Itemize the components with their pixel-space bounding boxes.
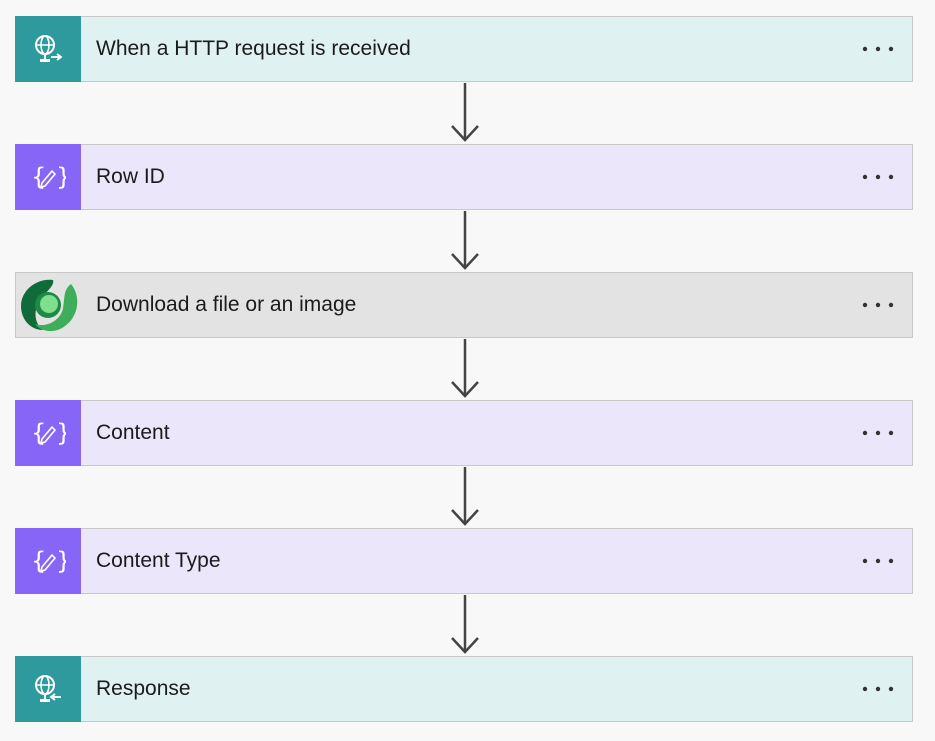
- http-request-icon: [15, 16, 81, 82]
- step-title: Content Type: [96, 549, 221, 572]
- step-title: Row ID: [96, 165, 165, 188]
- ellipsis-icon[interactable]: [854, 669, 902, 709]
- svg-text:}: }: [56, 547, 66, 575]
- down-arrow-icon: [451, 83, 479, 142]
- down-arrow-icon: [451, 211, 479, 270]
- ellipsis-icon[interactable]: [854, 29, 902, 69]
- down-arrow-icon: [451, 595, 479, 654]
- step-response[interactable]: Response: [15, 656, 913, 722]
- step-title: Content: [96, 421, 170, 444]
- dataverse-icon: [15, 272, 81, 338]
- ellipsis-icon[interactable]: [854, 157, 902, 197]
- svg-text:}: }: [56, 419, 66, 447]
- ellipsis-icon[interactable]: [854, 285, 902, 325]
- step-content-type[interactable]: { } Content Type: [15, 528, 913, 594]
- step-title: When a HTTP request is received: [96, 37, 411, 60]
- step-content[interactable]: { } Content: [15, 400, 913, 466]
- down-arrow-icon: [451, 339, 479, 398]
- step-row-id[interactable]: { } Row ID: [15, 144, 913, 210]
- variable-icon: { }: [15, 400, 81, 466]
- variable-icon: { }: [15, 144, 81, 210]
- ellipsis-icon[interactable]: [854, 413, 902, 453]
- variable-icon: { }: [15, 528, 81, 594]
- svg-text:}: }: [56, 163, 66, 191]
- step-download-file[interactable]: Download a file or an image: [15, 272, 913, 338]
- ellipsis-icon[interactable]: [854, 541, 902, 581]
- step-title: Response: [96, 677, 191, 700]
- down-arrow-icon: [451, 467, 479, 526]
- step-http-request-trigger[interactable]: When a HTTP request is received: [15, 16, 913, 82]
- http-response-icon: [15, 656, 81, 722]
- step-title: Download a file or an image: [96, 293, 357, 316]
